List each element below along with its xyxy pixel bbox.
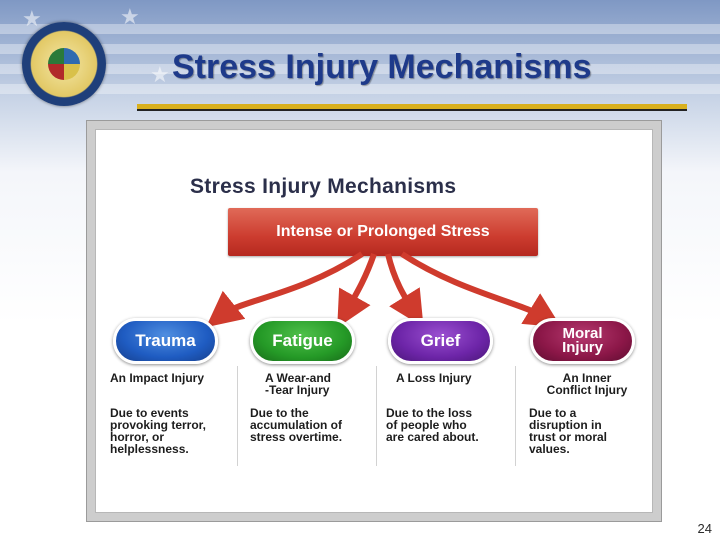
trauma-subtitle: An Impact Injury [110, 372, 204, 384]
description-line: stress overtime. [250, 431, 342, 443]
description-line: values. [529, 443, 607, 455]
description-line: helplessness. [110, 443, 206, 455]
fatigue-description: Due to the accumulation of stress overti… [250, 407, 342, 443]
grief-label: Grief [421, 331, 461, 351]
subtitle-line: A Loss Injury [396, 372, 472, 384]
subtitle-line: -Tear Injury [265, 384, 331, 396]
grief-pill: Grief [388, 318, 493, 364]
arrow-to-grief [388, 254, 414, 312]
column-separator [376, 366, 377, 466]
moral-injury-label-line: Injury [562, 339, 603, 356]
fatigue-pill: Fatigue [250, 318, 355, 364]
column-separator [515, 366, 516, 466]
column-separator [237, 366, 238, 466]
fatigue-subtitle: A Wear-and -Tear Injury [265, 372, 331, 396]
arrow-to-trauma [220, 254, 362, 316]
fatigue-label: Fatigue [272, 331, 332, 351]
page-number: 24 [698, 521, 712, 536]
arrow-to-moral-injury [402, 254, 546, 318]
moral-injury-label: Moral Injury [562, 327, 603, 355]
moral-injury-subtitle: An Inner Conflict Injury [533, 372, 641, 396]
subtitle-line: Conflict Injury [533, 384, 641, 396]
trauma-label: Trauma [135, 331, 195, 351]
moral-injury-description: Due to a disruption in trust or moral va… [529, 407, 607, 455]
trauma-description: Due to events provoking terror, horror, … [110, 407, 206, 455]
grief-description: Due to the loss of people who are cared … [386, 407, 479, 443]
moral-injury-pill: Moral Injury [530, 318, 635, 364]
subtitle-line: An Impact Injury [110, 372, 204, 384]
trauma-pill: Trauma [113, 318, 218, 364]
description-line: are cared about. [386, 431, 479, 443]
grief-subtitle: A Loss Injury [396, 372, 472, 384]
